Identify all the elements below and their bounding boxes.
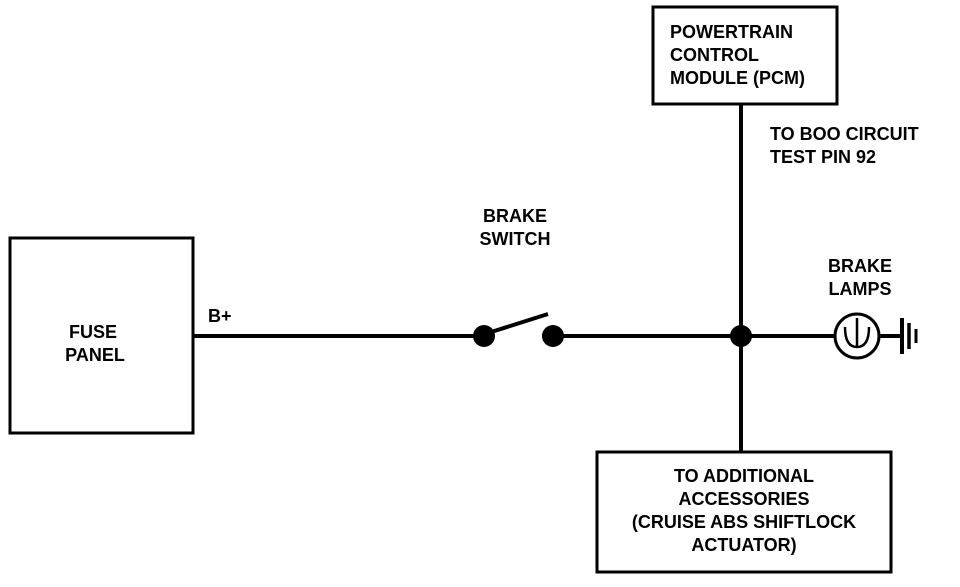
accessories-label-line1: TO ADDITIONAL bbox=[674, 466, 814, 486]
pcm-label-line1: POWERTRAIN bbox=[670, 22, 793, 42]
ground-icon bbox=[900, 318, 918, 354]
accessories-label-line3: (CRUISE ABS SHIFTLOCK bbox=[632, 512, 856, 532]
brake-switch-label-line1: BRAKE bbox=[483, 206, 547, 226]
pcm-label-line3: MODULE (PCM) bbox=[670, 68, 805, 88]
pcm-box bbox=[651, 5, 839, 106]
brake-lamp-icon bbox=[833, 312, 881, 360]
accessories-box bbox=[595, 450, 893, 574]
pcm-label-line2: CONTROL bbox=[670, 45, 759, 65]
switch-blade bbox=[487, 312, 549, 335]
boo-label-line1: TO BOO CIRCUIT bbox=[770, 124, 919, 144]
brake-switch-label-line2: SWITCH bbox=[480, 229, 551, 249]
boo-label-line2: TEST PIN 92 bbox=[770, 147, 876, 167]
fuse-panel-label-line1: FUSE bbox=[69, 322, 117, 342]
brake-lamps-label-line2: LAMPS bbox=[829, 279, 892, 299]
fuse-panel-label-line2: PANEL bbox=[65, 345, 125, 365]
b-plus-label: B+ bbox=[208, 306, 232, 326]
switch-terminal-left bbox=[473, 325, 495, 347]
brake-lamps-label-line1: BRAKE bbox=[828, 256, 892, 276]
accessories-label-line2: ACCESSORIES bbox=[678, 489, 809, 509]
accessories-label-line4: ACTUATOR) bbox=[691, 535, 796, 555]
